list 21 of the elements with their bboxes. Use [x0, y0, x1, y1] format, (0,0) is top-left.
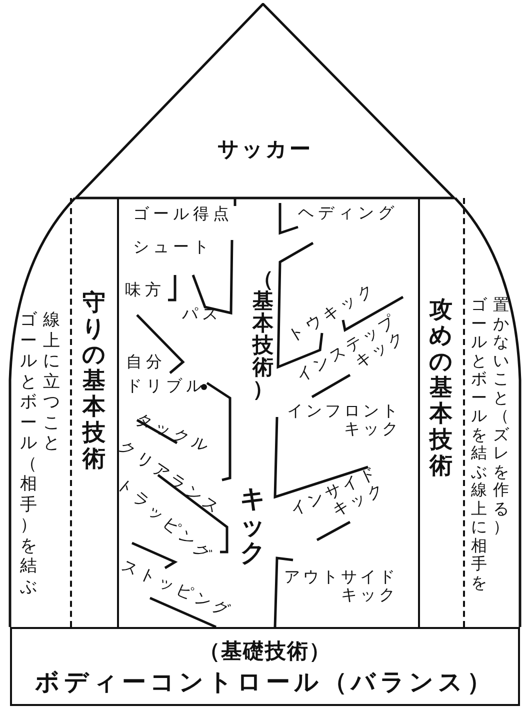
branch-label: ヘディング [298, 204, 398, 222]
branch-label: 自分 [126, 353, 166, 371]
box-heading: （基礎技術） [199, 638, 331, 664]
branch-label: アウトサイドキック [283, 568, 398, 604]
branch-label: インフロントキック [286, 402, 401, 438]
column-heading: 守りの基本技術 [81, 290, 107, 472]
branch-label: ストッピング [118, 556, 236, 622]
band-text: ゴールとボール（相手）を結ぶ線上に立つこと [19, 310, 61, 598]
branch-label: 味方 [125, 281, 165, 299]
branch-label: シュート [133, 238, 213, 256]
branch-label: ゴール得点 [133, 205, 233, 223]
roof-triangle [75, 3, 455, 200]
column-heading: （基本技術） [251, 268, 274, 400]
box-text: ボディーコントロール（バランス） [35, 666, 495, 698]
branch-label: インサイドキック [286, 462, 389, 522]
foundation-box [10, 627, 520, 706]
branch-label: ドリブル [126, 377, 206, 395]
roof-label: サッカー [216, 136, 314, 163]
band-text: ゴールとボールを結ぶ線上に相手を置かないこと（ズレを作る） [470, 296, 510, 594]
column-heading: 攻めの基本技術 [428, 297, 454, 479]
trunk-label: キック [239, 485, 267, 566]
